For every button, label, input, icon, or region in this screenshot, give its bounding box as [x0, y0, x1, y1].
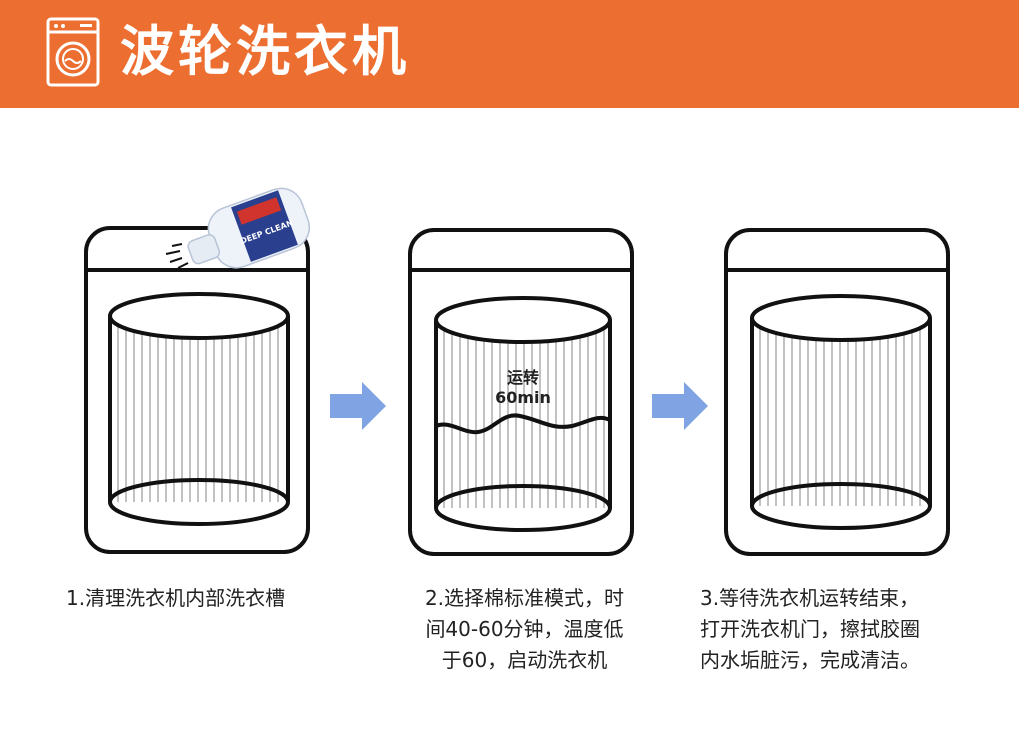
- step1-machine: [84, 226, 310, 554]
- liquid-drops: [165, 243, 189, 269]
- arrow-right-icon: [652, 382, 708, 430]
- step3-machine: [724, 228, 950, 556]
- step3-caption: 3.等待洗衣机运转结束， 打开洗衣机门，擦拭胶圈 内水垢脏污，完成清洁。: [700, 586, 920, 672]
- page-title: 波轮洗衣机: [120, 20, 410, 83]
- header-banner: 波轮洗衣机: [0, 0, 1019, 108]
- step2-caption: 2.选择棉标准模式，时 间40-60分钟，温度低 于60，启动洗衣机: [424, 586, 625, 672]
- drum-label-line1: 运转: [507, 368, 539, 387]
- cleaning-steps-diagram: DEEP CLEAN 运转 60min: [84, 187, 950, 556]
- step2-machine: 运转 60min: [408, 228, 634, 556]
- cleaner-bottle: DEEP CLEAN: [187, 187, 311, 269]
- washing-machine-icon: [46, 17, 100, 87]
- drum-label-line2: 60min: [495, 388, 551, 407]
- step1-caption: 1.清理洗衣机内部洗衣槽: [66, 586, 286, 610]
- water-wave: [435, 413, 611, 435]
- arrow-right-icon: [330, 382, 386, 430]
